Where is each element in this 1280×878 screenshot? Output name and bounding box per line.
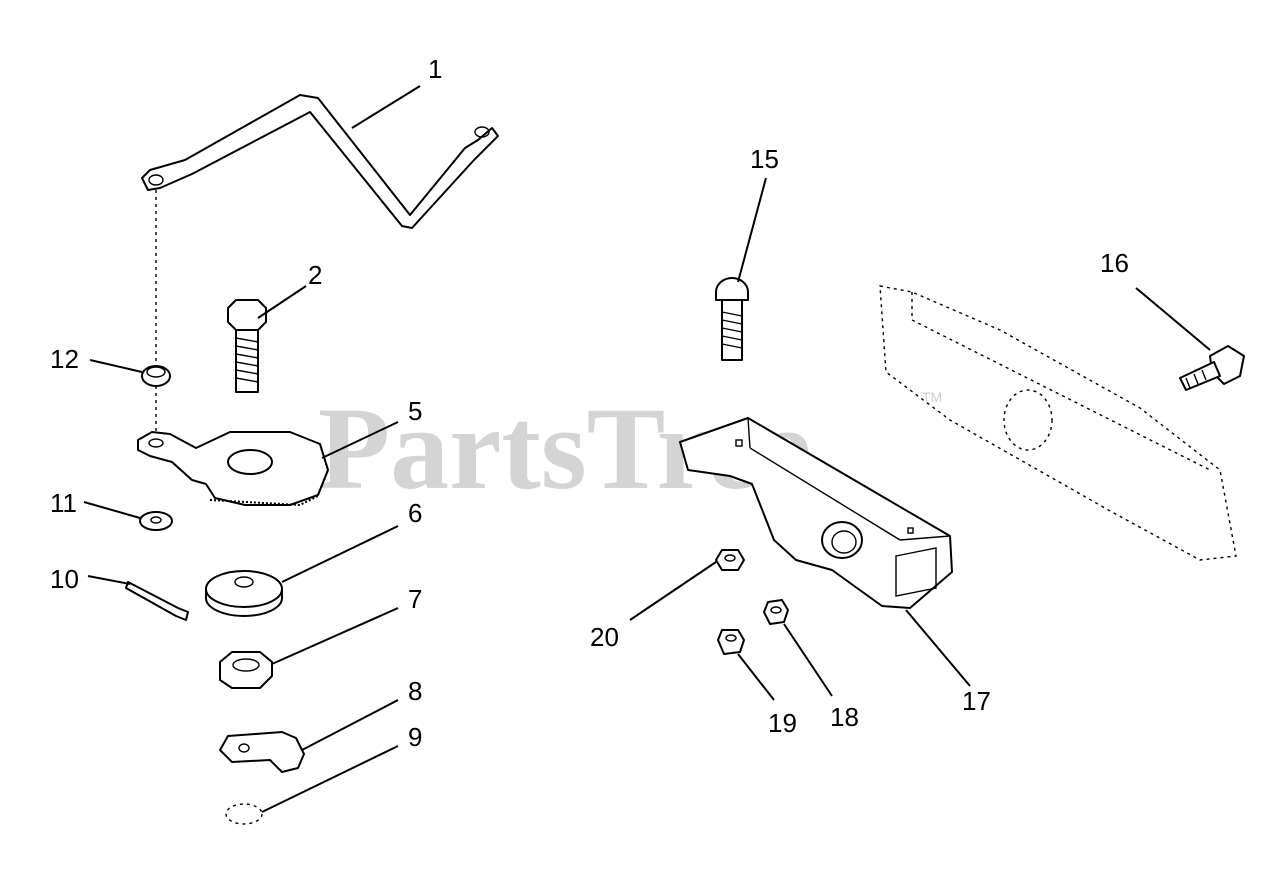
callout-20[interactable]: 20 (590, 622, 619, 652)
part-5-sector-gear[interactable] (137, 431, 330, 507)
part-17-bracket[interactable] (679, 417, 953, 609)
part-2-hex-bolt[interactable] (227, 299, 267, 393)
callout-17[interactable]: 17 (962, 686, 991, 716)
part-6-large-washer[interactable] (205, 570, 283, 617)
callout-10[interactable]: 10 (50, 564, 79, 594)
callout-6[interactable]: 6 (408, 498, 422, 528)
callout-18[interactable]: 18 (830, 702, 859, 732)
callout-1[interactable]: 1 (428, 54, 442, 84)
callout-2[interactable]: 2 (308, 260, 322, 290)
axle-outline (879, 285, 1237, 561)
part-7-hex-nut[interactable] (219, 651, 273, 689)
part-8-clip[interactable] (219, 731, 305, 773)
callout-12[interactable]: 12 (50, 344, 79, 374)
part-20-nut[interactable] (715, 549, 745, 571)
callout-7[interactable]: 7 (408, 584, 422, 614)
part-18-nut[interactable] (763, 599, 789, 625)
part-9-nut[interactable] (225, 803, 263, 825)
part-11-washer[interactable] (139, 511, 173, 531)
callout-5[interactable]: 5 (408, 396, 422, 426)
callout-15[interactable]: 15 (750, 144, 779, 174)
part-16-shoulder-bolt[interactable] (1179, 345, 1245, 391)
callout-9[interactable]: 9 (408, 722, 422, 752)
callout-labels: 1 2 5 6 7 8 9 10 11 12 15 16 17 18 19 20 (50, 54, 1129, 752)
part-1-drag-link[interactable] (141, 94, 499, 440)
leader-lines (83, 85, 1211, 813)
callout-8[interactable]: 8 (408, 676, 422, 706)
callout-11[interactable]: 11 (50, 488, 77, 518)
callout-19[interactable]: 19 (768, 708, 797, 738)
watermark-tm: TM (922, 389, 942, 405)
callout-16[interactable]: 16 (1100, 248, 1129, 278)
part-19-nut[interactable] (717, 629, 745, 655)
part-10-cotter-pin[interactable] (125, 581, 189, 621)
part-12-cap-nut[interactable] (141, 365, 171, 387)
part-15-carriage-bolt[interactable] (715, 277, 749, 361)
